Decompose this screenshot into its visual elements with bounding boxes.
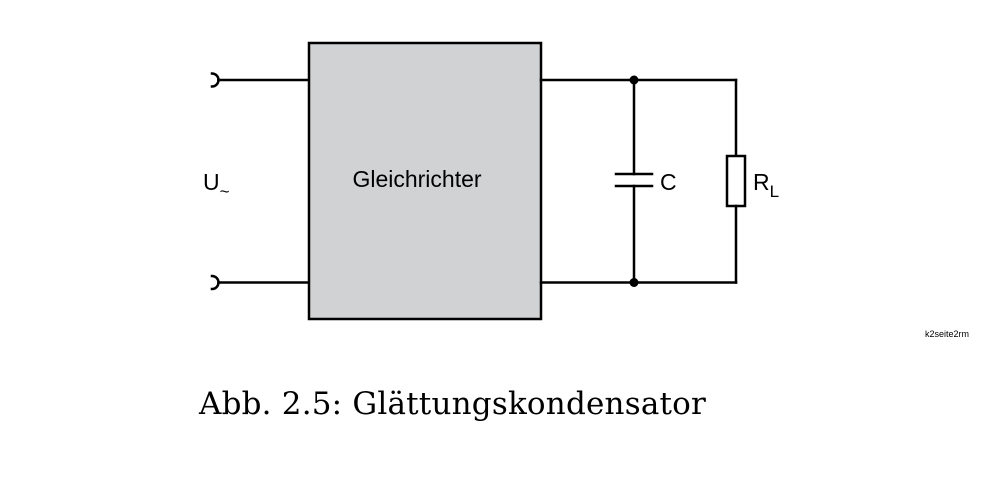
resistor-label: RL: [753, 169, 779, 201]
rectifier-block: [307, 41, 543, 321]
figure-id: k2seite2rm: [925, 329, 970, 339]
capacitor-label: C: [660, 169, 677, 195]
input-voltage-label: U~: [203, 169, 230, 201]
resistor-symbol: [725, 154, 747, 208]
rectifier-label: Gleichrichter: [352, 166, 481, 192]
figure-caption: Abb. 2.5: Glättungskondensator: [199, 386, 707, 422]
resistor-label-subscript: L: [770, 182, 779, 201]
input-voltage-subscript: ~: [220, 182, 230, 201]
